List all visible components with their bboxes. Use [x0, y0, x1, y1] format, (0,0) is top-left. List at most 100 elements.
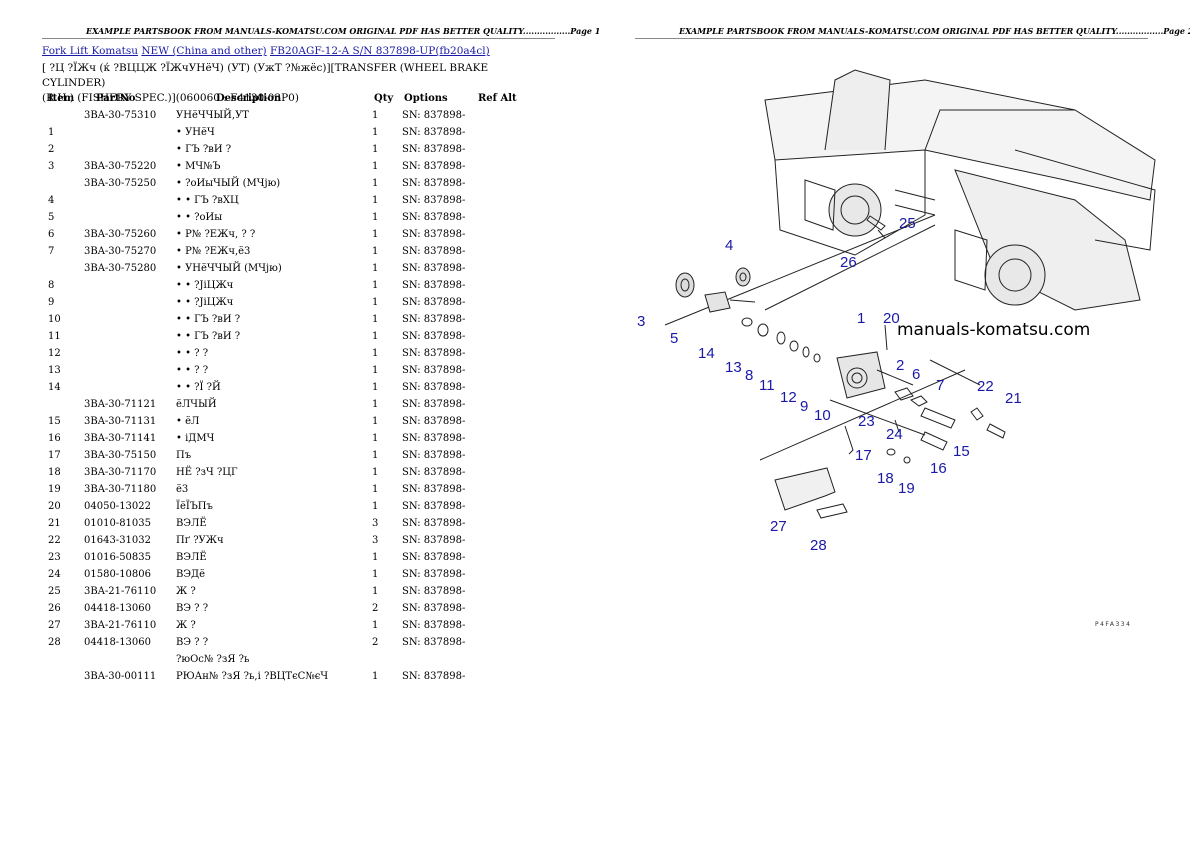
cell-qty: 1	[372, 331, 379, 342]
callout-16: 16	[930, 460, 947, 477]
callout-13: 13	[725, 359, 742, 376]
section-title-line-1: [ ?Ц ?ЇЖч (ќ ?ВЦЦЖ ?ЇЖчУНёЧ) (УТ) (УжТ ?…	[42, 62, 489, 89]
cell-description: Пъ	[176, 450, 192, 461]
page-header: EXAMPLE PARTSBOOK FROM MANUALS-KOMATSU.C…	[679, 26, 1190, 36]
cell-options: SN: 837898-	[402, 399, 466, 410]
cell-item: 17	[48, 450, 61, 461]
cell-item: 26	[48, 603, 61, 614]
cell-description: ВЭЛЁ	[176, 552, 207, 563]
cell-partno: 01643-31032	[84, 535, 152, 546]
cell-qty	[370, 651, 400, 668]
cell-options: SN: 837898-	[402, 280, 466, 291]
table-header-row: Item PartNo Description Qty Options Ref …	[42, 90, 521, 107]
page-header: EXAMPLE PARTSBOOK FROM MANUALS-KOMATSU.C…	[86, 26, 601, 36]
cell-partno: 01580-10806	[84, 569, 152, 580]
cell-qty: 1	[372, 586, 379, 597]
cell-description: НЁ ?зЧ ?ЦГ	[176, 467, 238, 478]
cell-ref-alt	[474, 379, 521, 396]
cell-ref-alt	[474, 532, 521, 549]
section-title: [ ?Ц ?ЇЖч (ќ ?ВЦЦЖ ?ЇЖчУНёЧ) (УТ) (УжТ ?…	[42, 61, 552, 106]
cell-item	[42, 668, 82, 685]
cell-ref-alt	[474, 413, 521, 430]
cell-item: 20	[48, 501, 61, 512]
breadcrumb-link-region[interactable]: NEW (China and other)	[141, 45, 267, 57]
callout-7: 7	[936, 377, 945, 394]
callout-10: 10	[814, 407, 831, 424]
cell-ref-alt	[474, 226, 521, 243]
cell-partno	[82, 277, 174, 294]
column-header-qty: Qty	[374, 93, 394, 104]
cell-description: • • ГЪ ?вИ ?	[176, 331, 241, 342]
cell-qty: 1	[372, 671, 379, 682]
cell-partno: 3BA-30-71180	[84, 484, 157, 495]
cell-ref-alt	[474, 209, 521, 226]
cell-item: 11	[48, 331, 61, 342]
cell-partno	[82, 209, 174, 226]
cell-options: SN: 837898-	[402, 195, 466, 206]
cell-ref-alt	[474, 668, 521, 685]
cell-qty: 3	[372, 535, 379, 546]
cell-ref-alt	[474, 277, 521, 294]
callout-15: 15	[953, 443, 970, 460]
cell-options: SN: 837898-	[402, 467, 466, 478]
cell-options	[400, 651, 474, 668]
cell-description: РЮАн№ ?зЯ ?ь,і ?ВЦТєС№єЧ	[176, 671, 329, 682]
exploded-parts-diagram	[664, 69, 1156, 519]
cell-item: 13	[48, 365, 61, 376]
callout-9: 9	[800, 398, 809, 415]
cell-options: SN: 837898-	[402, 348, 466, 359]
cell-partno	[82, 651, 174, 668]
cell-description: Ж ?	[176, 586, 196, 597]
cell-description: • • ?ЈіЦЖч	[176, 280, 234, 291]
cell-description: ёЛЧЫЙ	[176, 399, 217, 410]
cell-item: 16	[48, 433, 61, 444]
cell-description: • • ?оИы	[176, 212, 223, 223]
cell-item: 1	[48, 127, 55, 138]
cell-qty: 1	[372, 263, 379, 274]
callout-17: 17	[855, 447, 872, 464]
cell-ref-alt	[474, 481, 521, 498]
cell-options: SN: 837898-	[402, 297, 466, 308]
cell-item: 15	[48, 416, 61, 427]
cell-ref-alt	[474, 566, 521, 583]
cell-item: 28	[48, 637, 61, 648]
cell-item: 27	[48, 620, 61, 631]
callout-24: 24	[886, 426, 903, 443]
cell-qty: 1	[372, 348, 379, 359]
breadcrumb-link-brand[interactable]: Fork Lift Komatsu	[42, 45, 138, 57]
cell-qty: 1	[372, 178, 379, 189]
callout-23: 23	[858, 413, 875, 430]
cell-qty: 3	[372, 518, 379, 529]
breadcrumb-link-model[interactable]: FB20AGF-12-A S/N 837898-UP(fb20a4cl)	[270, 45, 490, 57]
cell-partno	[82, 124, 174, 141]
cell-item: 22	[48, 535, 61, 546]
cell-description: ВЭЛЁ	[176, 518, 207, 529]
cell-ref-alt	[474, 600, 521, 617]
callout-18: 18	[877, 470, 894, 487]
cell-partno	[82, 379, 174, 396]
column-header-options: Options	[404, 93, 448, 104]
cell-options: SN: 837898-	[402, 229, 466, 240]
cell-partno: 3BA-30-71121	[84, 399, 157, 410]
cell-options: SN: 837898-	[402, 246, 466, 257]
cell-ref-alt	[474, 345, 521, 362]
cell-qty: 1	[372, 382, 379, 393]
cell-partno: 3BA-30-75280	[84, 263, 157, 274]
